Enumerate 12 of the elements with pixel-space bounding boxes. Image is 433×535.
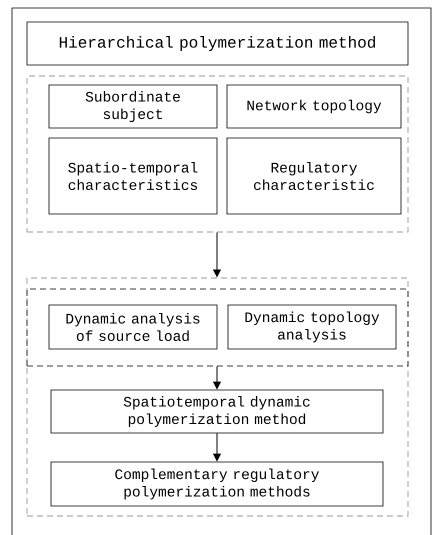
group-frame — [26, 278, 408, 516]
process-box: Subordinate subject — [48, 84, 218, 128]
group-frame — [26, 288, 408, 366]
process-box: Spatio-temporal characteristics — [48, 138, 218, 214]
process-box: Spatiotemporal dynamic polymerization method — [50, 390, 384, 434]
process-box: Network topology — [226, 84, 402, 128]
process-box: Dynamic topology analysis — [228, 304, 396, 350]
group-frame — [26, 76, 408, 232]
process-box: Hierarchical polymerization method — [26, 22, 408, 66]
process-box: Dynamic analysis of source load — [48, 304, 218, 350]
process-box: Complementary regulatory polymerization methods — [50, 462, 384, 506]
process-box: Regulatory characteristic — [226, 138, 402, 214]
